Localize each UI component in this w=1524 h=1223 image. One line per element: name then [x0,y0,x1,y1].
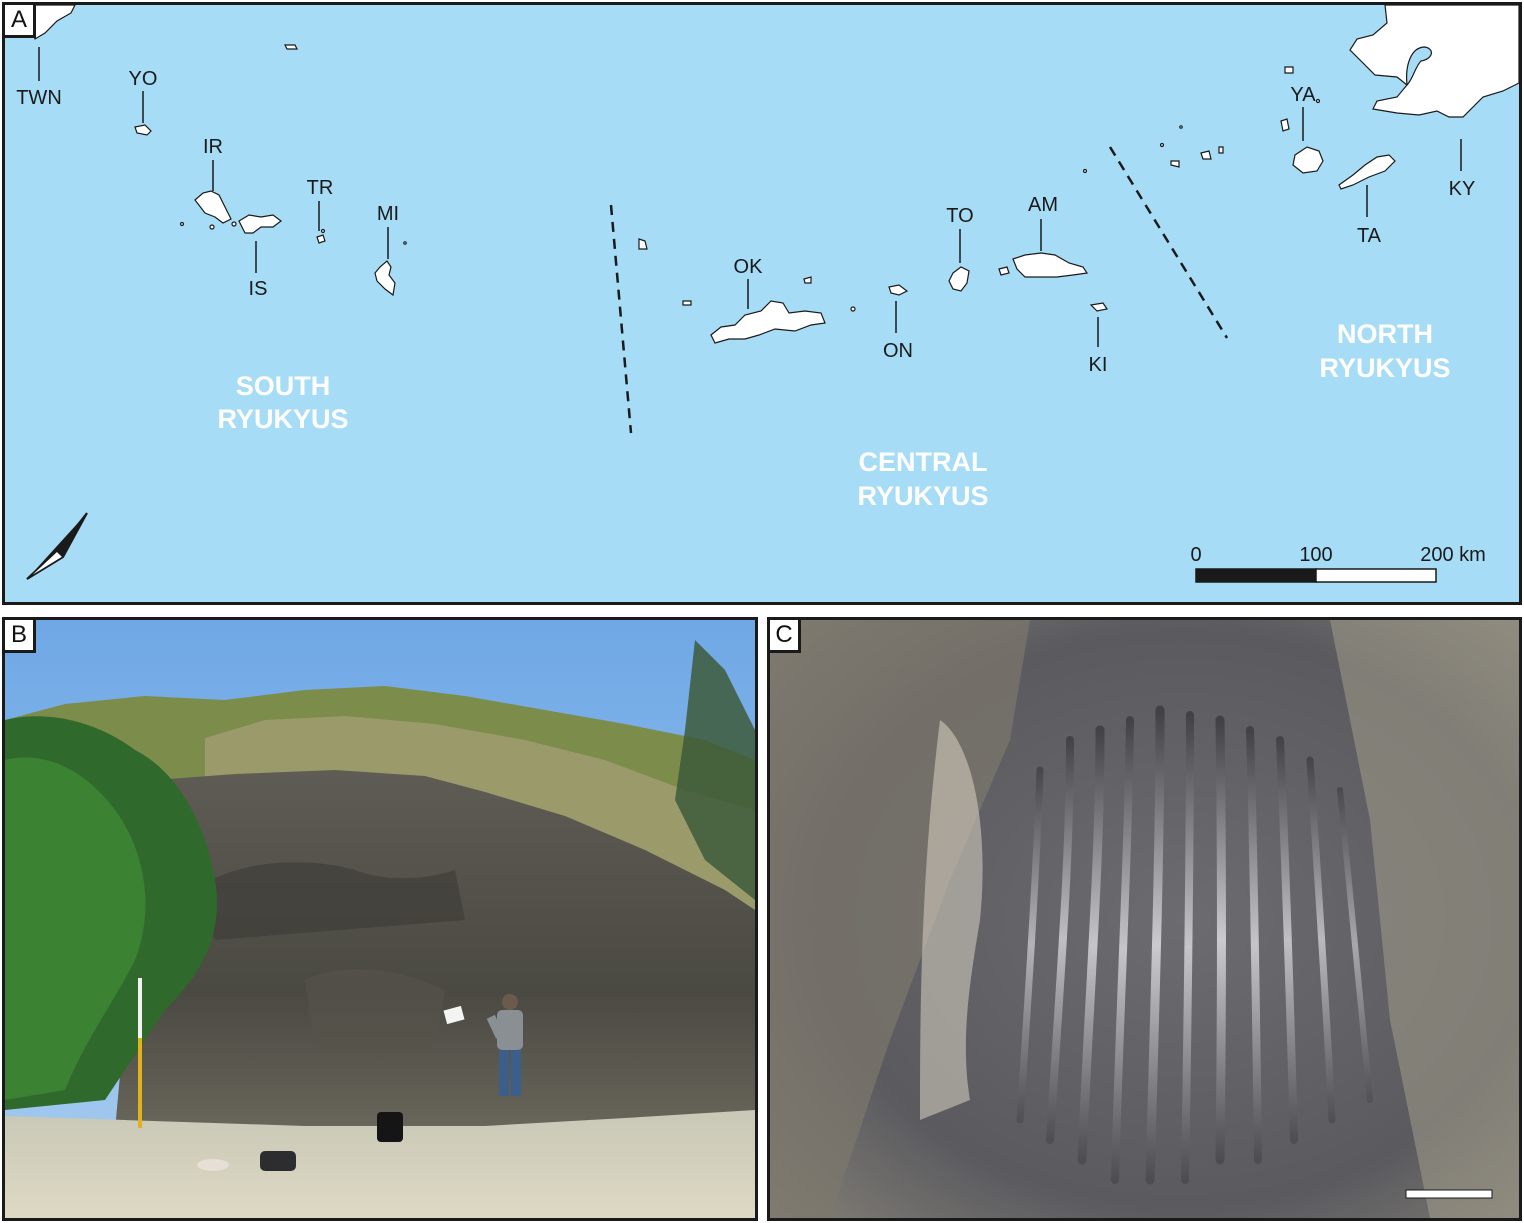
panel-label-a: A [5,5,36,38]
scale-tick-100: 100 [1299,544,1332,566]
label-ta: TA [1357,225,1382,247]
taiwan-land [30,5,76,40]
label-ya: YA [1290,84,1316,106]
label-ky: KY [1449,178,1476,200]
region-south-line2: RYUKYUS [217,404,348,434]
region-central-line2: RYUKYUS [857,481,988,511]
label-tr: TR [307,177,334,199]
label-twn: TWN [16,87,62,109]
region-central-line1: CENTRAL [859,447,988,477]
panel-label-b: B [5,620,36,653]
label-am: AM [1028,194,1058,216]
coral-closeup-photo: C [767,617,1522,1221]
label-yo: YO [129,68,158,90]
label-ir: IR [203,136,223,158]
label-ki: KI [1089,354,1108,376]
map-panel: A [2,2,1522,605]
region-north-line2: RYUKYUS [1319,353,1450,383]
coral-corallites [1016,705,1373,1185]
scale-tick-0: 0 [1190,544,1201,566]
coral-texture [770,620,1519,1218]
label-on: ON [883,340,913,362]
photo-scale-bar [1405,1189,1493,1199]
map-canvas: TWN YO IR IS TR MI OK ON TO AM KI YA TA … [16,5,1519,583]
label-ok: OK [734,256,764,278]
boundary-south-central [609,204,633,434]
label-is: IS [249,278,268,300]
label-to: TO [946,205,973,227]
outcrop-photo: B [2,617,758,1221]
region-north-line1: NORTH [1337,319,1433,349]
label-mi: MI [377,203,399,225]
kyushu-land [1349,5,1519,118]
boundary-central-north [1108,146,1229,339]
outcrop-scene [5,620,755,1218]
panel-label-c: C [770,620,801,653]
region-south-line1: SOUTH [236,371,331,401]
north-arrow-icon [26,512,88,580]
scale-tick-200: 200 km [1420,544,1486,566]
scale-bar: 0 100 200 km [1190,544,1486,583]
geologist-figure [486,994,523,1096]
